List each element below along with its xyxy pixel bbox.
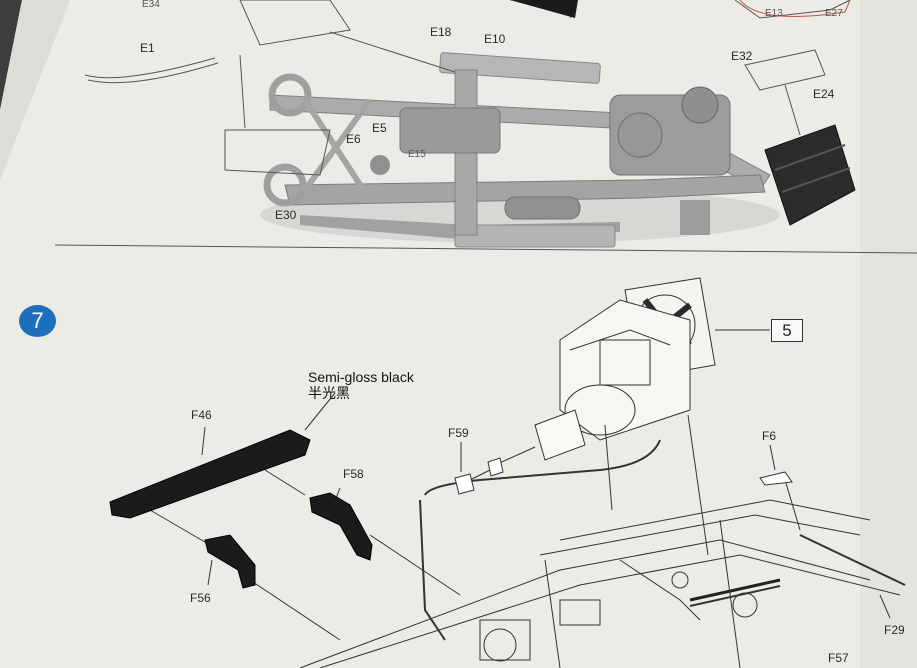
label-e27: E27	[825, 8, 843, 19]
reference-step-box: 5	[771, 319, 803, 342]
label-f59: F59	[448, 426, 469, 440]
part-f56	[204, 534, 256, 589]
label-e6: E6	[346, 132, 361, 146]
part-f46	[109, 429, 311, 519]
paint-instruction-cn: 半光黑	[308, 385, 350, 401]
label-e15: E15	[408, 149, 426, 160]
section-divider	[54, 244, 917, 254]
label-e24: E24	[813, 87, 835, 101]
label-e32: E32	[731, 49, 753, 63]
label-f56: F56	[190, 591, 211, 605]
model-chassis-photo	[260, 52, 856, 248]
part-f58	[309, 492, 373, 561]
label-f6: F6	[762, 429, 777, 443]
label-f46: F46	[191, 408, 212, 422]
label-f29: F29	[884, 623, 905, 637]
label-e5: E5	[372, 121, 387, 135]
label-e18: E18	[430, 25, 452, 39]
label-e34: E34	[142, 0, 160, 10]
step-number-badge: 7	[19, 305, 56, 337]
label-e1: E1	[140, 41, 155, 55]
black-parts	[109, 429, 373, 589]
step7-lineart	[149, 277, 906, 668]
label-f58: F58	[343, 467, 364, 481]
label-e30: E30	[275, 208, 297, 222]
label-e10: E10	[484, 32, 506, 46]
paint-instruction-en: Semi-gloss black	[308, 369, 414, 385]
label-f57: F57	[828, 651, 849, 665]
label-e13: E13	[765, 8, 783, 19]
